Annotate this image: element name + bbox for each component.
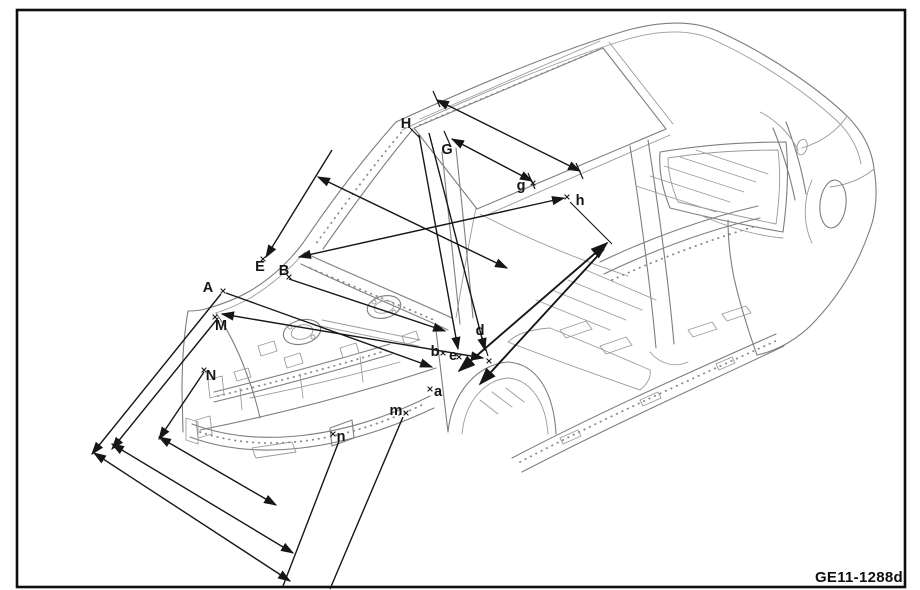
point-label-d: d <box>476 323 485 339</box>
point-marker <box>427 386 433 392</box>
end-tick <box>432 90 441 108</box>
measure-arrow <box>569 201 613 245</box>
point-marker <box>440 350 446 356</box>
point-marker <box>201 367 207 373</box>
point-label-m: m <box>390 403 403 419</box>
measure-arrow <box>91 293 222 456</box>
point-label-G: G <box>441 142 452 158</box>
measurement-arrows-layer <box>91 99 613 590</box>
end-tick <box>409 127 421 139</box>
measure-arrow <box>158 371 205 441</box>
point-label-H: H <box>401 116 411 132</box>
point-marker <box>564 194 570 200</box>
point-label-A: A <box>203 280 214 296</box>
end-tick <box>481 336 489 357</box>
point-marker <box>212 314 218 320</box>
measure-arrow <box>157 436 278 506</box>
measure-arrow <box>329 416 404 590</box>
point-marker <box>456 354 462 360</box>
point-marker <box>530 180 536 186</box>
point-label-B: B <box>279 263 289 279</box>
measure-arrow <box>457 241 609 373</box>
point-marker <box>403 410 409 416</box>
point-marker <box>220 288 226 294</box>
measure-arrow <box>478 248 605 386</box>
measure-arrow <box>225 292 434 368</box>
point-label-N: N <box>206 368 216 384</box>
point-label-e: e <box>449 348 457 364</box>
point-label-g: g <box>517 178 526 194</box>
measure-arrow <box>111 317 219 451</box>
point-label-b: b <box>431 344 440 360</box>
measure-arrow <box>220 311 485 361</box>
measure-arrow <box>435 99 582 172</box>
point-marker <box>330 431 336 437</box>
point-label-a: a <box>434 384 443 400</box>
point-marker <box>486 358 492 364</box>
end-tick <box>575 162 584 180</box>
point-label-E: E <box>255 259 265 275</box>
point-marker <box>260 256 266 262</box>
measure-arrow <box>282 440 340 587</box>
point-label-n: n <box>337 429 346 445</box>
measure-arrow <box>450 138 534 182</box>
figure-border <box>15 8 907 589</box>
point-label-M: M <box>215 318 227 334</box>
end-tick <box>443 130 452 148</box>
measure-arrow <box>265 149 333 259</box>
point-label-h: h <box>576 193 585 209</box>
figure-id: GE11-1288d <box>815 569 903 586</box>
point-marker <box>286 274 292 280</box>
point-markers-layer <box>201 180 570 437</box>
